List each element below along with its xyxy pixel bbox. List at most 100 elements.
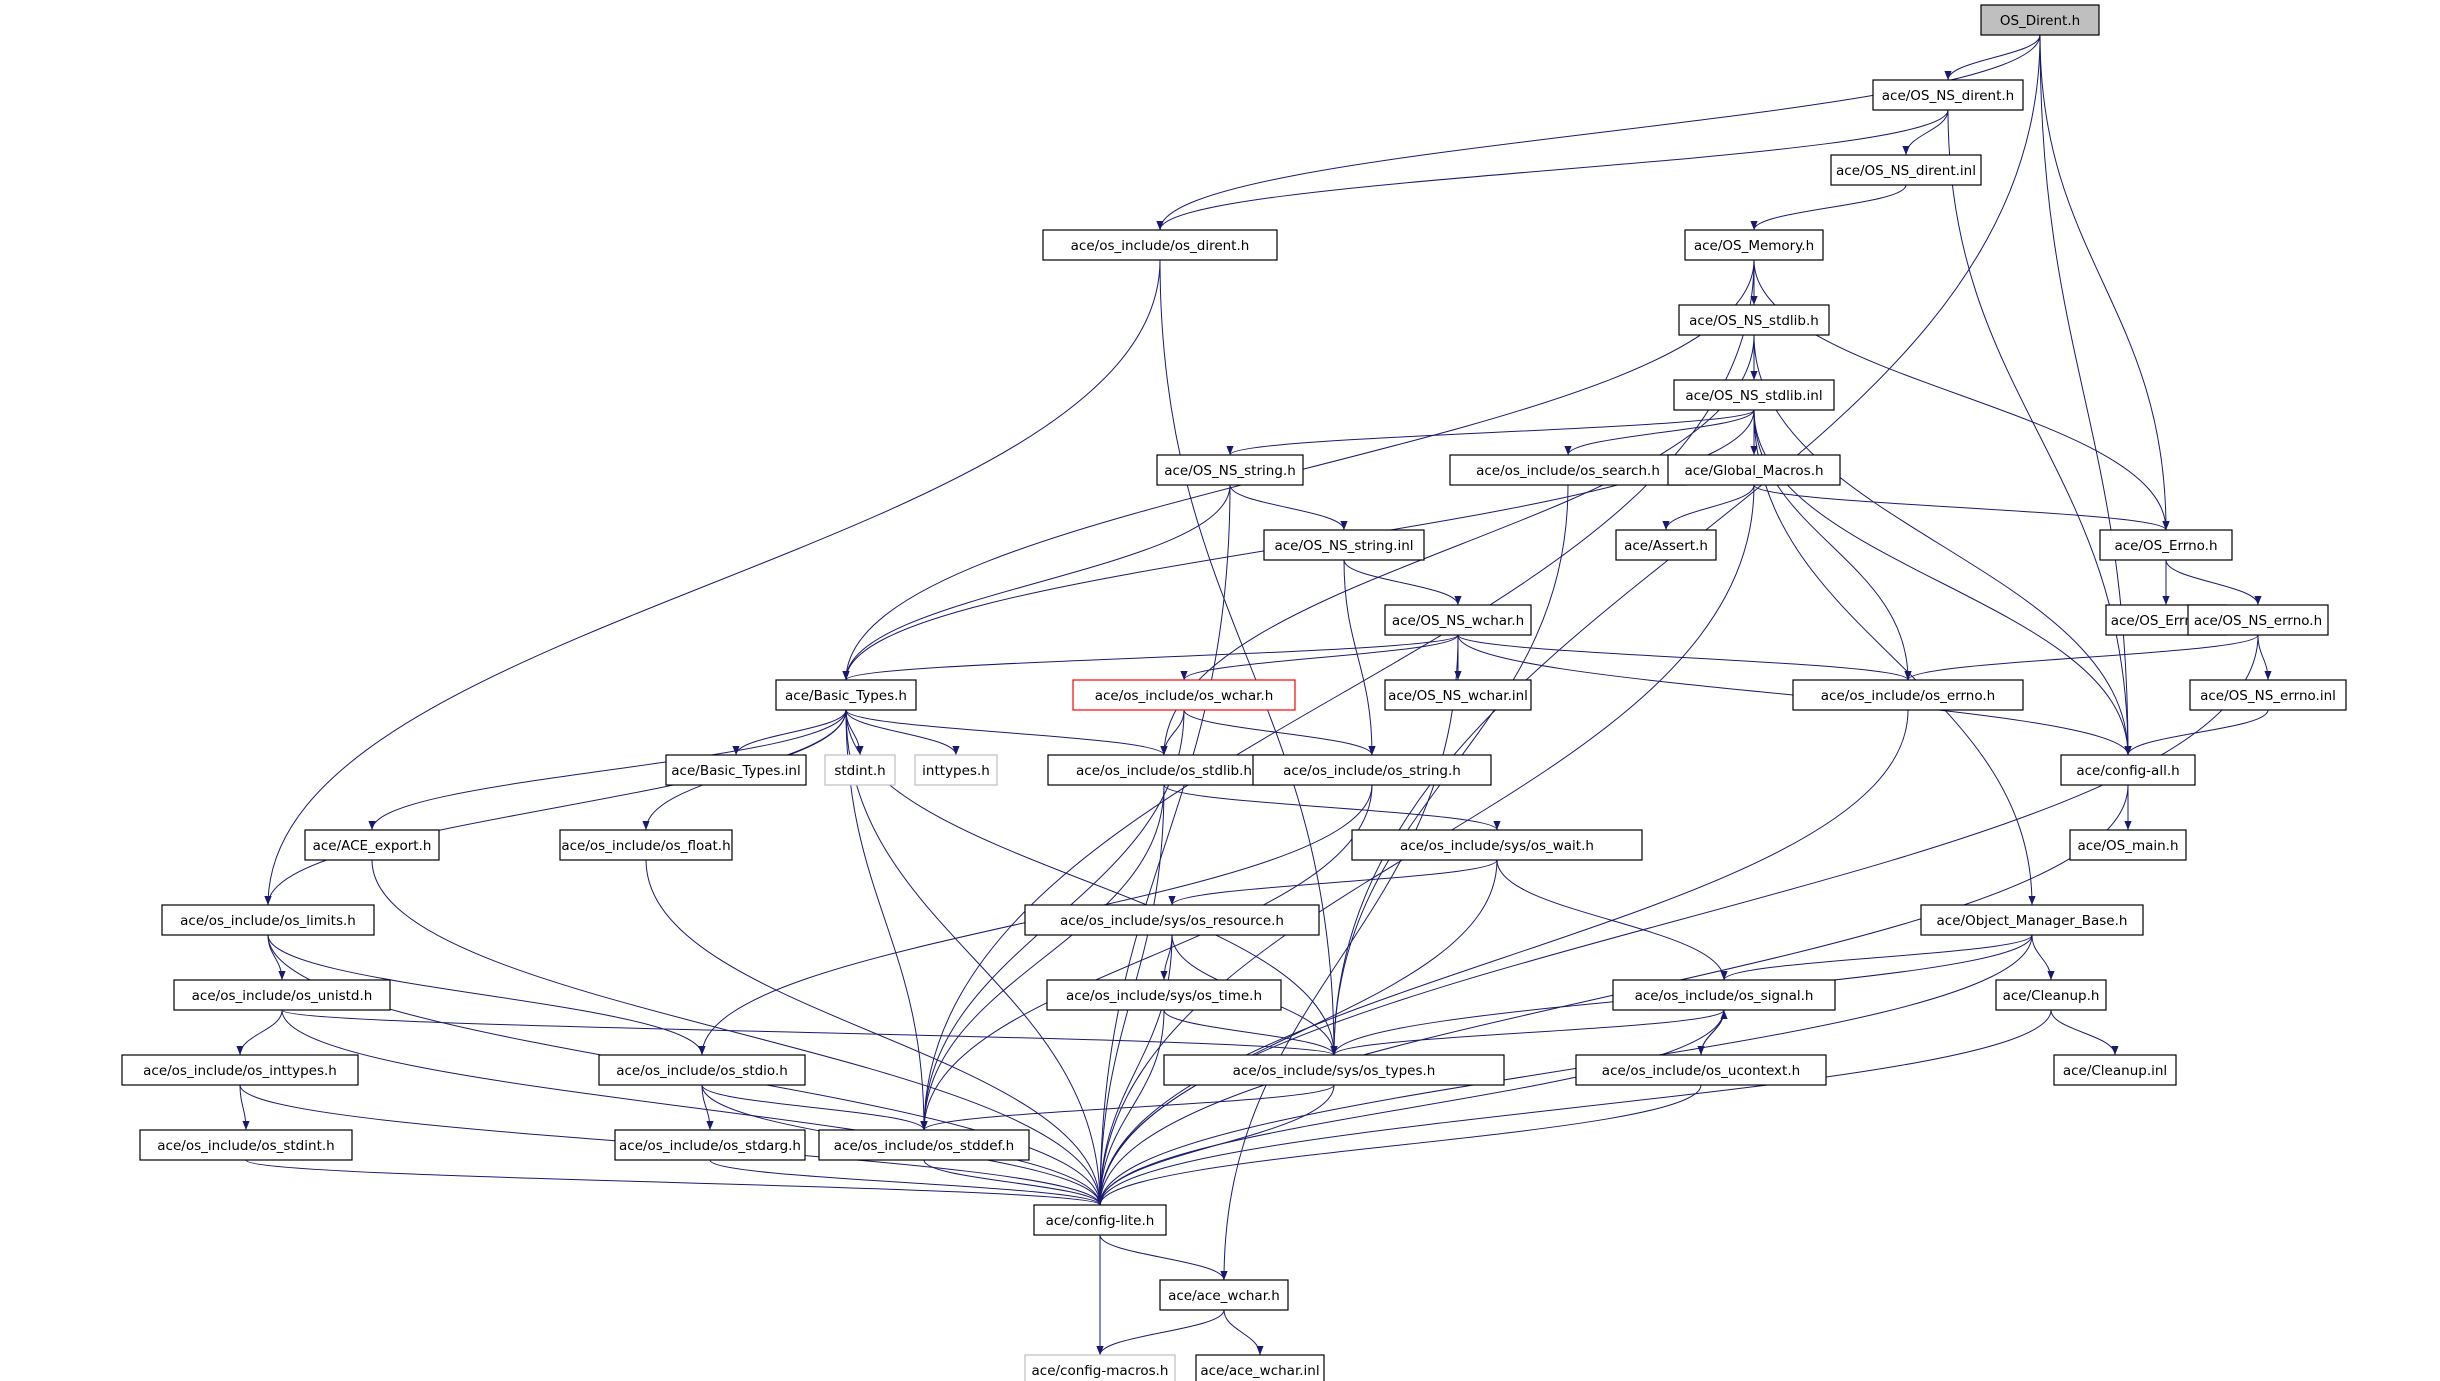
node-inc-signal[interactable]: ace/os_include/os_signal.h	[1612, 979, 1836, 1011]
node-box	[1156, 454, 1304, 486]
node-os-errno-h[interactable]: ace/OS_Errno.h	[2099, 529, 2233, 561]
node-object-manager[interactable]: ace/Object_Manager_Base.h	[1920, 904, 2144, 936]
node-ns-string-h[interactable]: ace/OS_NS_string.h	[1156, 454, 1304, 486]
node-ace-export[interactable]: ace/ACE_export.h	[304, 829, 440, 861]
node-global-macros[interactable]: ace/Global_Macros.h	[1667, 454, 1841, 486]
node-assert[interactable]: ace/Assert.h	[1615, 529, 1717, 561]
node-box	[1612, 979, 1836, 1011]
node-label: ace/os_include/os_stdlib.h	[1076, 763, 1252, 779]
node-os-dirent[interactable]: OS_Dirent.h	[1980, 4, 2100, 36]
node-ns-wchar-h[interactable]: ace/OS_NS_wchar.h	[1384, 604, 1532, 636]
node-box	[304, 829, 440, 861]
node-box	[824, 754, 896, 786]
edge-ns_stdlib_inl-to-inc_search	[1564, 409, 1755, 456]
node-box	[2053, 1054, 2177, 1086]
node-ns-wchar-inl[interactable]: ace/OS_NS_wchar.inl	[1384, 679, 1532, 711]
edge-inc_sys_time-to-inc_sys_types	[1163, 1009, 1338, 1056]
node-config-all[interactable]: ace/config-all.h	[2060, 754, 2196, 786]
node-inc-float[interactable]: ace/os_include/os_float.h	[559, 829, 733, 861]
node-label: ace/os_include/sys/os_types.h	[1233, 1063, 1436, 1079]
edge-global_macros-to-os_errno_h	[1753, 484, 2170, 531]
edge-inc_unistd-to-inc_inttypes	[236, 1009, 283, 1056]
node-box	[1872, 79, 2024, 111]
node-box	[818, 1129, 1030, 1161]
node-ns-stdlib-h[interactable]: ace/OS_NS_stdlib.h	[1678, 304, 1830, 336]
node-inc-search[interactable]: ace/os_include/os_search.h	[1449, 454, 1687, 486]
node-inc-stddef[interactable]: ace/os_include/os_stddef.h	[818, 1129, 1030, 1161]
edge-os_memory-to-inc_stddef	[920, 259, 1755, 1131]
node-basic-types-inl[interactable]: ace/Basic_Types.inl	[665, 754, 807, 786]
node-inc-stdarg[interactable]: ace/os_include/os_stdarg.h	[614, 1129, 806, 1161]
node-os-memory[interactable]: ace/OS_Memory.h	[1684, 229, 1824, 261]
node-cleanup-inl[interactable]: ace/Cleanup.inl	[2053, 1054, 2177, 1086]
node-inc-limits[interactable]: ace/os_include/os_limits.h	[161, 904, 375, 936]
edge-basic_types_h-to-ace_export	[368, 709, 847, 831]
node-label: ace/OS_Memory.h	[1694, 238, 1814, 254]
node-inc-stdio[interactable]: ace/os_include/os_stdio.h	[598, 1054, 806, 1086]
node-basic-types-h[interactable]: ace/Basic_Types.h	[775, 679, 917, 711]
node-label: ace/os_include/sys/os_wait.h	[1400, 838, 1594, 854]
node-inc-sys-resource[interactable]: ace/os_include/sys/os_resource.h	[1024, 904, 1320, 936]
edge-ns_string_h-to-ns_string_inl	[1229, 484, 1348, 531]
edge-inc_sys_wait-to-inc_signal	[1496, 859, 1728, 981]
node-inc-unistd[interactable]: ace/os_include/os_unistd.h	[173, 979, 391, 1011]
node-inttypes[interactable]: inttypes.h	[914, 754, 998, 786]
node-config-lite[interactable]: ace/config-lite.h	[1033, 1204, 1167, 1236]
edge-basic_types_h-to-inttypes	[845, 709, 960, 756]
edge-cleanup_h-to-cleanup_inl	[2050, 1009, 2119, 1056]
node-inc-sys-types[interactable]: ace/os_include/sys/os_types.h	[1163, 1054, 1505, 1086]
node-label: ace/ace_wchar.h	[1168, 1288, 1280, 1304]
node-box	[1980, 4, 2100, 36]
node-box	[1920, 904, 2144, 936]
node-ns-dirent-inl[interactable]: ace/OS_NS_dirent.inl	[1830, 154, 1982, 186]
node-box	[1673, 379, 1835, 411]
node-label: ace/os_include/os_unistd.h	[192, 988, 373, 1004]
edge-ns_string_inl-to-inc_string	[1343, 559, 1376, 756]
node-ns-string-inl[interactable]: ace/OS_NS_string.inl	[1263, 529, 1425, 561]
node-label: ace/ACE_export.h	[313, 838, 432, 854]
node-label: ace/OS_NS_wchar.inl	[1388, 688, 1528, 704]
node-cleanup-h[interactable]: ace/Cleanup.h	[1995, 979, 2107, 1011]
node-label: ace/OS_NS_stdlib.inl	[1685, 388, 1822, 404]
edge-inc_wchar-to-inc_string	[1183, 709, 1376, 756]
node-config-macros[interactable]: ace/config-macros.h	[1024, 1354, 1176, 1381]
edge-basic_types_h-to-inc_stdlib	[845, 709, 1168, 756]
node-label: ace/os_include/os_float.h	[561, 838, 730, 854]
node-box	[1072, 679, 1296, 711]
node-label: ace/os_include/os_limits.h	[180, 913, 356, 929]
node-inc-stdint[interactable]: ace/os_include/os_stdint.h	[139, 1129, 353, 1161]
edge-ns_wchar_h-to-basic_types_h	[842, 634, 1459, 681]
node-ace-wchar-h[interactable]: ace/ace_wchar.h	[1159, 1279, 1289, 1311]
node-box	[775, 679, 917, 711]
node-inc-inttypes[interactable]: ace/os_include/os_inttypes.h	[121, 1054, 359, 1086]
node-box	[665, 754, 807, 786]
node-inc-string[interactable]: ace/os_include/os_string.h	[1252, 754, 1492, 786]
node-ns-errno-h[interactable]: ace/OS_NS_errno.h	[2187, 604, 2329, 636]
node-ns-dirent-h[interactable]: ace/OS_NS_dirent.h	[1872, 79, 2024, 111]
node-inc-dirent[interactable]: ace/os_include/os_dirent.h	[1042, 229, 1278, 261]
node-box	[139, 1129, 353, 1161]
node-box	[2187, 604, 2329, 636]
node-inc-stdlib[interactable]: ace/os_include/os_stdlib.h	[1047, 754, 1281, 786]
edge-inc_ucontext-to-inc_signal	[1700, 1009, 1728, 1056]
edge-ns_dirent_h-to-inc_dirent	[1156, 109, 1949, 231]
node-inc-sys-time[interactable]: ace/os_include/sys/os_time.h	[1046, 979, 1282, 1011]
node-inc-errno[interactable]: ace/os_include/os_errno.h	[1792, 679, 2024, 711]
node-box	[1384, 604, 1532, 636]
node-os-main[interactable]: ace/OS_main.h	[2069, 829, 2187, 861]
node-ns-errno-inl[interactable]: ace/OS_NS_errno.inl	[2189, 679, 2347, 711]
node-label: ace/config-all.h	[2076, 763, 2179, 779]
edge-inc_sys_types-to-inc_stddef	[920, 1084, 1335, 1131]
node-stdint[interactable]: stdint.h	[824, 754, 896, 786]
edge-inc_stdarg-to-config_lite	[709, 1159, 1104, 1206]
node-box	[1159, 1279, 1289, 1311]
edge-ns_wchar_h-to-inc_wchar	[1180, 634, 1459, 681]
node-box	[598, 1054, 806, 1086]
node-label: ace/Object_Manager_Base.h	[1937, 913, 2128, 929]
node-inc-wchar[interactable]: ace/os_include/os_wchar.h	[1072, 679, 1296, 711]
node-ace-wchar-inl[interactable]: ace/ace_wchar.inl	[1195, 1354, 1325, 1381]
node-inc-ucontext[interactable]: ace/os_include/os_ucontext.h	[1575, 1054, 1827, 1086]
node-inc-sys-wait[interactable]: ace/os_include/sys/os_wait.h	[1351, 829, 1643, 861]
edge-ns_stdlib_inl-to-ns_string_h	[1226, 409, 1755, 456]
node-ns-stdlib-inl[interactable]: ace/OS_NS_stdlib.inl	[1673, 379, 1835, 411]
